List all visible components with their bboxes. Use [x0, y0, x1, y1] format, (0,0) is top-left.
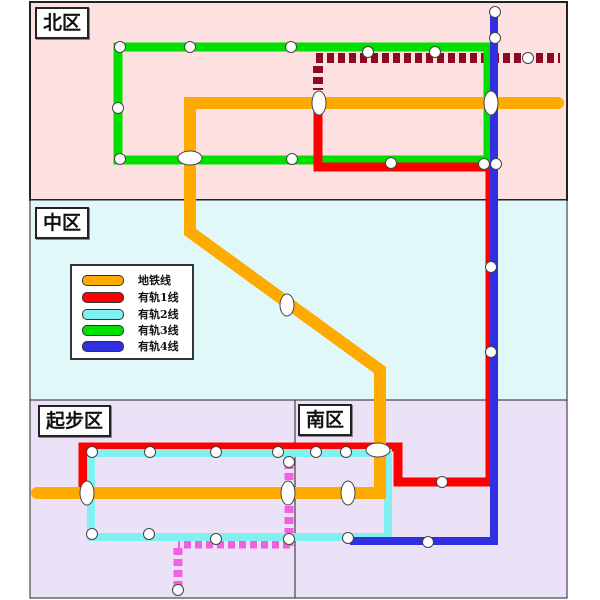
station[interactable] — [210, 533, 222, 545]
legend-label: 有轨1线 — [138, 291, 179, 304]
station[interactable] — [362, 46, 374, 58]
station[interactable] — [485, 261, 497, 273]
legend-swatch — [82, 291, 124, 303]
station[interactable] — [478, 158, 490, 170]
station[interactable] — [490, 158, 502, 170]
station[interactable] — [144, 446, 156, 458]
legend-swatch — [82, 308, 124, 320]
interchange-station[interactable] — [279, 293, 295, 317]
station[interactable] — [172, 584, 184, 596]
legend-label: 有轨2线 — [138, 308, 179, 321]
planned-line-dark — [313, 53, 560, 90]
station[interactable] — [272, 446, 284, 458]
legend-swatch — [82, 274, 124, 286]
station[interactable] — [184, 41, 196, 53]
station[interactable] — [489, 32, 501, 44]
legend-item-tram-1: 有轨1线 — [82, 290, 179, 304]
station[interactable] — [285, 41, 297, 53]
stations — [79, 6, 534, 596]
station[interactable] — [283, 533, 295, 545]
legend-label: 地铁线 — [138, 274, 171, 287]
interchange-station[interactable] — [79, 480, 95, 506]
station[interactable] — [422, 536, 434, 548]
legend-swatch — [82, 340, 124, 352]
zone-label-south: 南区 — [298, 404, 353, 436]
station[interactable] — [112, 102, 124, 114]
legend-item-tram-4: 有轨4线 — [82, 339, 179, 353]
station[interactable] — [485, 346, 497, 358]
legend-item-metro: 地铁线 — [82, 273, 171, 287]
legend: 地铁线 有轨1线 有轨2线 有轨3线 有轨4线 — [70, 264, 194, 360]
planned-line-pink — [173, 462, 294, 588]
station[interactable] — [489, 6, 501, 18]
legend-label: 有轨4线 — [138, 340, 179, 353]
interchange-station[interactable] — [340, 480, 356, 506]
zone-label-north: 北区 — [35, 7, 90, 39]
station[interactable] — [522, 52, 534, 64]
station[interactable] — [86, 446, 98, 458]
station[interactable] — [385, 157, 397, 169]
interchange-station[interactable] — [365, 442, 391, 458]
legend-item-tram-3: 有轨3线 — [82, 323, 179, 337]
station[interactable] — [429, 46, 441, 58]
zone-label-central: 中区 — [35, 207, 90, 239]
interchange-station[interactable] — [311, 90, 327, 116]
legend-label: 有轨3线 — [138, 324, 179, 337]
station[interactable] — [342, 532, 354, 544]
interchange-station[interactable] — [280, 480, 296, 506]
station[interactable] — [143, 528, 155, 540]
station[interactable] — [436, 476, 448, 488]
legend-item-tram-2: 有轨2线 — [82, 307, 179, 321]
interchange-station[interactable] — [177, 150, 203, 166]
station[interactable] — [310, 446, 322, 458]
interchange-station[interactable] — [483, 90, 499, 116]
station[interactable] — [340, 446, 352, 458]
station[interactable] — [86, 528, 98, 540]
station[interactable] — [286, 153, 298, 165]
station[interactable] — [114, 41, 126, 53]
station[interactable] — [210, 446, 222, 458]
legend-swatch — [82, 324, 124, 336]
zone-label-start: 起步区 — [38, 405, 112, 437]
tram-line-4 — [350, 12, 498, 545]
station[interactable] — [114, 153, 126, 165]
station[interactable] — [283, 456, 295, 468]
